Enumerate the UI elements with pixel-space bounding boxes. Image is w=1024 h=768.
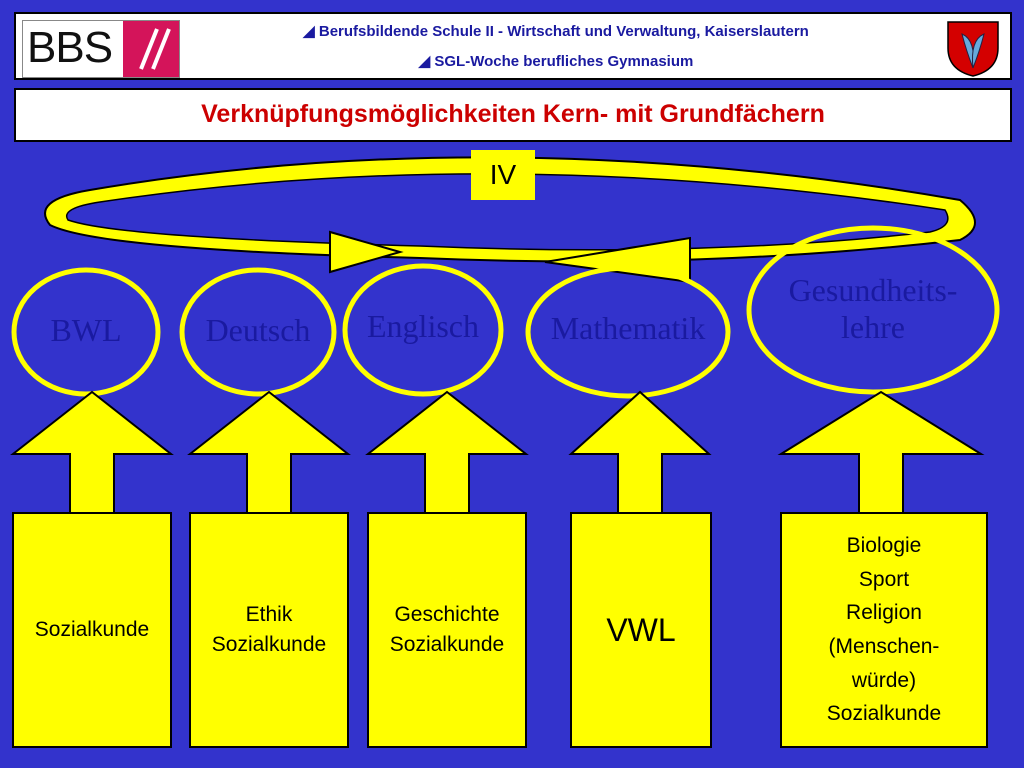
ellipse-bwl <box>11 267 161 397</box>
basic-box-1: Sozialkunde <box>12 512 172 748</box>
core-subject-deutsch: Deutsch <box>205 312 311 348</box>
basic-box-3: Geschichte Sozialkunde <box>367 512 527 748</box>
ellipse-gesundheitslehre <box>746 225 1000 395</box>
arrow-up-5 <box>777 390 985 516</box>
core-subject-bwl: BWL <box>50 312 122 348</box>
ring-arrow-right <box>329 230 404 274</box>
header-line-1: ◢ Berufsbildende Schule II - Wirtschaft … <box>303 23 809 40</box>
arrow-up-2 <box>187 390 351 516</box>
ellipse-deutsch <box>179 267 337 397</box>
arrow-up-4 <box>568 390 712 516</box>
pencil-icon: ◢ <box>418 53 435 70</box>
basic-box-5: Biologie Sport Religion (Menschen- würde… <box>780 512 988 748</box>
basic-box-5-text: Biologie Sport Religion (Menschen- würde… <box>826 534 942 726</box>
basic-box-4-text: VWL <box>606 611 676 648</box>
core-subject-gesundheitslehre: Gesundheits- lehre <box>788 272 958 345</box>
basic-box-4: VWL <box>570 512 712 748</box>
basic-box-3-text: Geschichte Sozialkunde <box>389 602 505 656</box>
basic-box-1-text: Sozialkunde <box>34 617 150 641</box>
basic-box-2-text: Ethik Sozialkunde <box>211 602 327 656</box>
school-logo: BBS <box>22 20 180 78</box>
core-subject-mathematik: Mathematik <box>550 310 706 346</box>
arrow-up-3 <box>365 390 529 516</box>
ellipse-mathematik <box>525 265 731 399</box>
ring-label-box: IV <box>471 150 535 200</box>
basic-box-2: Ethik Sozialkunde <box>189 512 349 748</box>
pencil-icon: ◢ <box>303 23 319 40</box>
arrow-up-1 <box>10 390 174 516</box>
logo-slash-mark <box>123 21 179 77</box>
header-banner: BBS ◢ Berufsbildende Schule II - Wirtsch… <box>14 12 1012 80</box>
ellipse-englisch <box>342 263 504 397</box>
slide-title-box: Verknüpfungsmöglichkeiten Kern- mit Grun… <box>14 88 1012 142</box>
slide-title: Verknüpfungsmöglichkeiten Kern- mit Grun… <box>201 100 825 128</box>
core-subject-englisch: Englisch <box>367 308 479 344</box>
header-line-2: ◢ SGL-Woche berufliches Gymnasium <box>418 53 694 70</box>
city-crest-icon <box>947 21 999 77</box>
ring-label: IV <box>489 159 517 190</box>
logo-text: BBS <box>27 23 113 72</box>
